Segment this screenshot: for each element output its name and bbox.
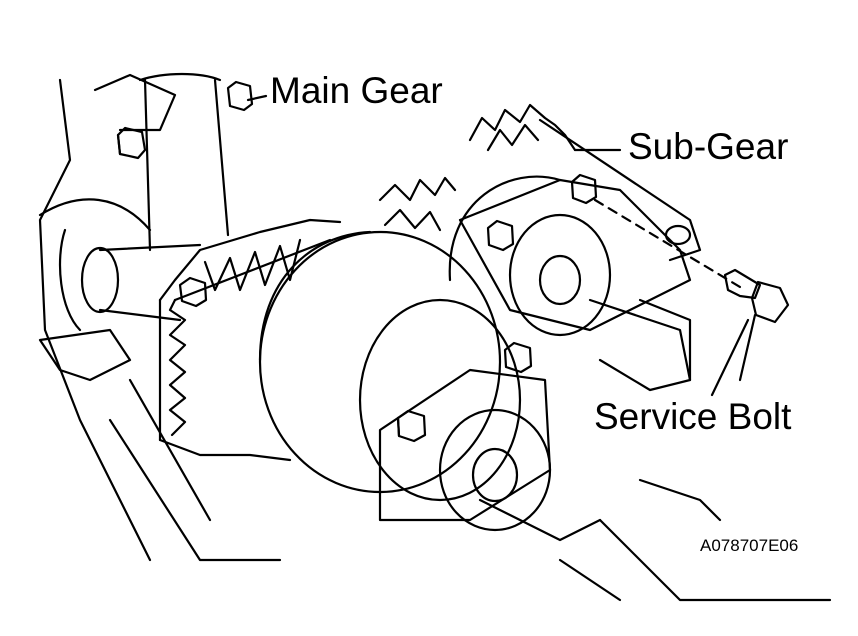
cylinder-head-outline: [38, 73, 832, 602]
bearing-cap-front: [378, 368, 552, 532]
main-gear-label: Main Gear: [270, 70, 443, 111]
plug-tube: [138, 72, 230, 252]
service-bolt-label: Service Bolt: [594, 396, 792, 437]
main-gear: [158, 218, 522, 502]
sub-gear: [378, 103, 577, 282]
camshaft-shaft: [58, 228, 202, 332]
service-bolt: [593, 198, 790, 382]
mounting-bolts: [116, 80, 598, 443]
sub-gear-label: Sub-Gear: [628, 126, 789, 167]
leader-lines: [246, 94, 750, 397]
figure-code: A078707E06: [700, 536, 799, 555]
bearing-cap-rear: [458, 178, 692, 382]
